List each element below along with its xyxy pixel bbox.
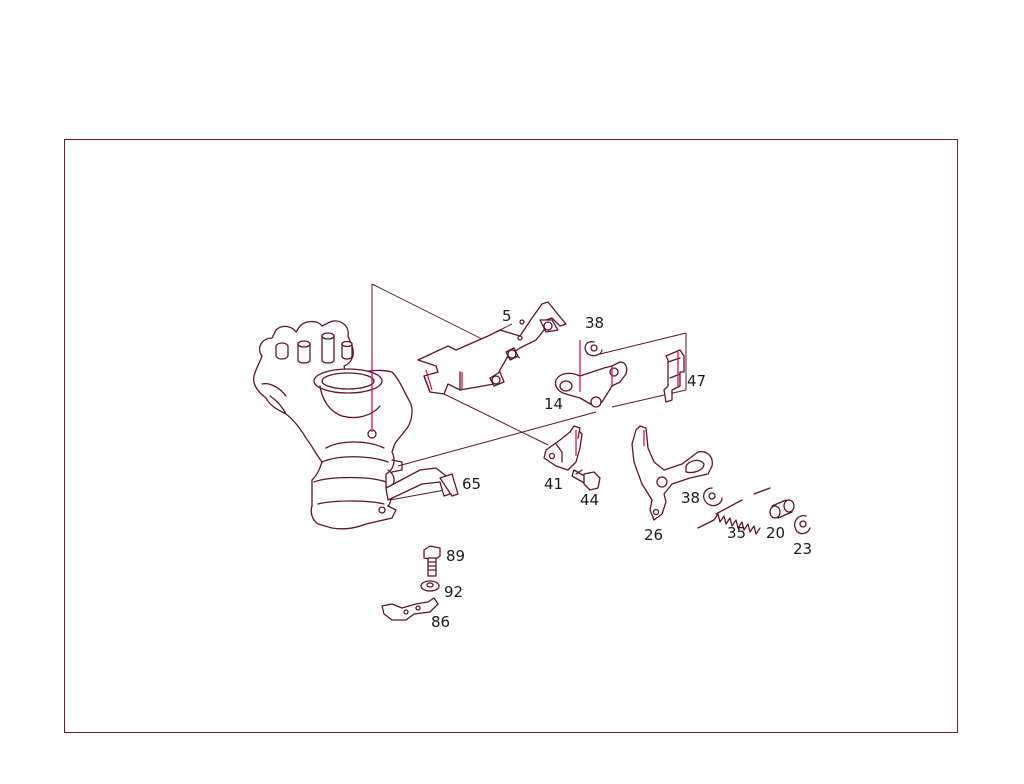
callout-26[interactable]: 26 [644,526,663,544]
part-92-washer [420,580,440,592]
callout-38-upper[interactable]: 38 [585,314,604,332]
part-23-clip [794,515,811,535]
callout-41[interactable]: 41 [544,475,563,493]
part-41-block [543,425,583,471]
callout-38-lower[interactable]: 38 [681,489,700,507]
callout-5[interactable]: 5 [502,307,512,325]
part-89-bolt [423,545,441,577]
callout-47[interactable]: 47 [687,372,706,390]
part-5-bracket [417,301,567,395]
callout-86[interactable]: 86 [431,613,450,631]
callout-20[interactable]: 20 [766,524,785,542]
callout-23[interactable]: 23 [793,540,812,558]
carburetor-assembly [252,320,413,530]
part-14-lever [554,340,628,408]
part-35-spring [697,487,771,535]
part-65-bracket [385,467,459,501]
callout-14[interactable]: 14 [544,395,563,413]
callout-44[interactable]: 44 [580,491,599,509]
part-86-bracket [381,597,439,621]
part-44-bolt [571,469,601,491]
callout-65[interactable]: 65 [462,475,481,493]
part-47-linkage [663,349,685,403]
callout-35[interactable]: 35 [727,524,746,542]
callout-89[interactable]: 89 [446,547,465,565]
callout-92[interactable]: 92 [444,583,463,601]
part-38-clip-lower [702,487,723,507]
callout-labels: 5 38 14 47 41 44 65 38 26 35 20 23 89 92… [431,307,812,631]
part-26-lever [631,425,713,521]
part-38-clip-upper [584,341,603,357]
diagram-frame [64,139,958,733]
part-20-bushing [769,499,795,519]
